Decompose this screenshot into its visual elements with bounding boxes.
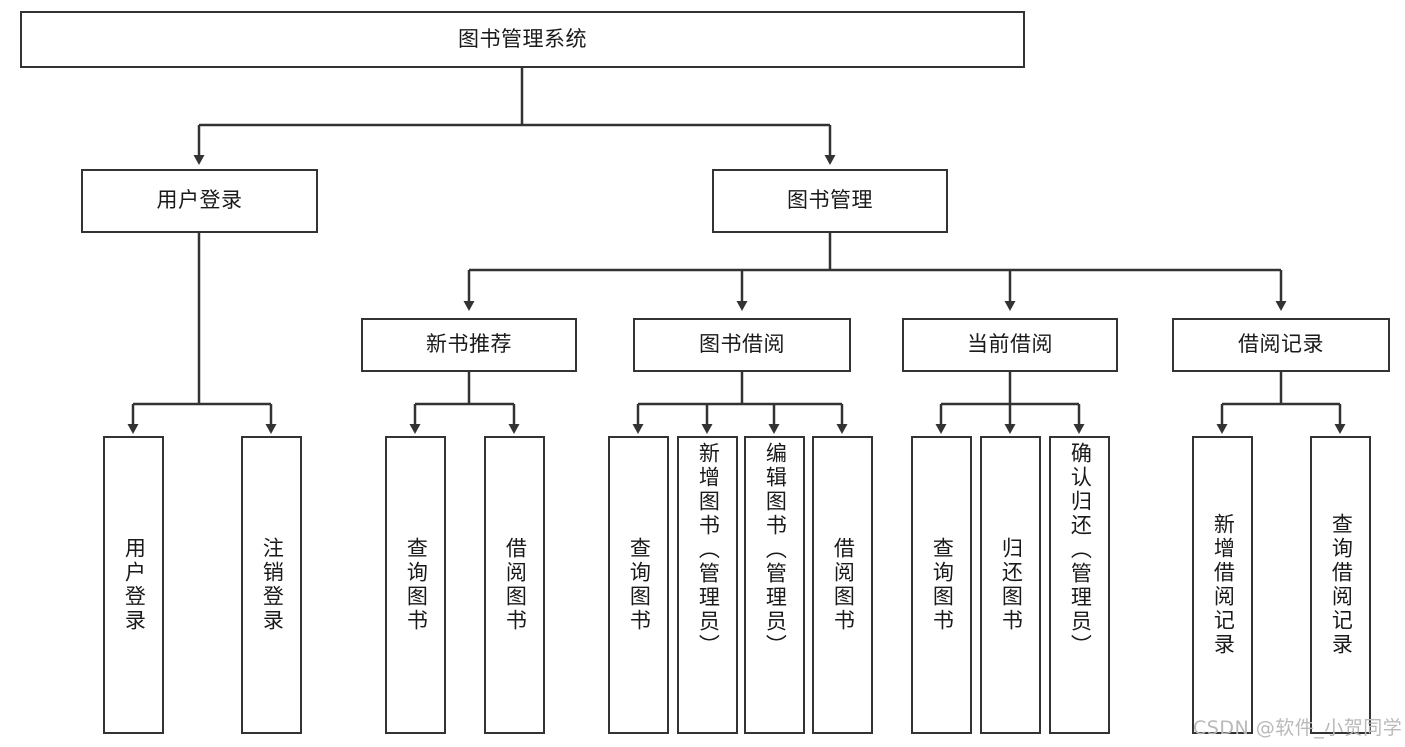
leaf-add-borrow-record[interactable]: 新增借阅记录 bbox=[1192, 436, 1253, 734]
leaf-confirm-return-admin[interactable]: 确认归还（管理员） bbox=[1049, 436, 1110, 734]
csdn-watermark: CSDN @软件_小贺同学 bbox=[1193, 717, 1403, 739]
node-label: 查询图书 bbox=[627, 537, 652, 633]
node-label: 查询图书 bbox=[404, 537, 429, 633]
vert-text-wrap: 归还图书 bbox=[982, 438, 1039, 732]
node-book-borrow[interactable]: 图书借阅 bbox=[633, 318, 851, 372]
leaf-query-borrow-record[interactable]: 查询借阅记录 bbox=[1310, 436, 1371, 734]
vert-text-wrap: 借阅图书 bbox=[814, 438, 871, 732]
node-borrow-record[interactable]: 借阅记录 bbox=[1172, 318, 1390, 372]
vert-text-wrap: 查询图书 bbox=[387, 438, 444, 732]
vert-text-wrap: 新增借阅记录 bbox=[1194, 438, 1251, 732]
node-book-management[interactable]: 图书管理 bbox=[712, 169, 948, 233]
node-label: 借阅图书 bbox=[503, 537, 528, 633]
vert-text-wrap: 新增图书（管理员） bbox=[679, 438, 736, 736]
node-label: 图书管理 bbox=[787, 188, 873, 213]
leaf-logout[interactable]: 注销登录 bbox=[241, 436, 302, 734]
node-label: 查询借阅记录 bbox=[1329, 513, 1354, 657]
leaf-query-book-recommend[interactable]: 查询图书 bbox=[385, 436, 446, 734]
vert-text-wrap: 编辑图书（管理员） bbox=[746, 438, 803, 736]
vert-text-wrap: 确认归还（管理员） bbox=[1051, 438, 1108, 736]
node-user-login[interactable]: 用户登录 bbox=[81, 169, 318, 233]
vert-text-wrap: 借阅图书 bbox=[486, 438, 543, 732]
node-root-system[interactable]: 图书管理系统 bbox=[20, 11, 1025, 68]
node-label: 图书借阅 bbox=[699, 332, 785, 357]
node-label: 新增图书（管理员） bbox=[696, 442, 721, 658]
leaf-user-login[interactable]: 用户登录 bbox=[103, 436, 164, 734]
node-new-book-recommend[interactable]: 新书推荐 bbox=[361, 318, 577, 372]
leaf-query-book[interactable]: 查询图书 bbox=[608, 436, 669, 734]
leaf-query-book-current[interactable]: 查询图书 bbox=[911, 436, 972, 734]
node-label: 当前借阅 bbox=[967, 332, 1053, 357]
node-label: 图书管理系统 bbox=[458, 26, 587, 51]
node-label: 归还图书 bbox=[999, 537, 1024, 633]
node-label: 注销登录 bbox=[260, 537, 285, 633]
vert-text-wrap: 查询图书 bbox=[913, 438, 970, 732]
vert-text-wrap: 用户登录 bbox=[105, 438, 162, 732]
node-label: 编辑图书（管理员） bbox=[763, 442, 788, 658]
leaf-borrow-book[interactable]: 借阅图书 bbox=[812, 436, 873, 734]
node-label: 新书推荐 bbox=[426, 332, 512, 357]
leaf-add-book-admin[interactable]: 新增图书（管理员） bbox=[677, 436, 738, 734]
node-label: 借阅记录 bbox=[1238, 332, 1324, 357]
node-label: 用户登录 bbox=[156, 188, 243, 213]
leaf-return-book[interactable]: 归还图书 bbox=[980, 436, 1041, 734]
node-current-borrow[interactable]: 当前借阅 bbox=[902, 318, 1118, 372]
leaf-borrow-book-recommend[interactable]: 借阅图书 bbox=[484, 436, 545, 734]
leaf-edit-book-admin[interactable]: 编辑图书（管理员） bbox=[744, 436, 805, 734]
node-label: 查询图书 bbox=[930, 537, 955, 633]
vert-text-wrap: 查询借阅记录 bbox=[1312, 438, 1369, 732]
vert-text-wrap: 注销登录 bbox=[243, 438, 300, 732]
vert-text-wrap: 查询图书 bbox=[610, 438, 667, 732]
node-label: 确认归还（管理员） bbox=[1068, 442, 1093, 658]
node-label: 借阅图书 bbox=[831, 537, 856, 633]
node-label: 新增借阅记录 bbox=[1211, 513, 1236, 657]
node-label: 用户登录 bbox=[122, 537, 147, 633]
